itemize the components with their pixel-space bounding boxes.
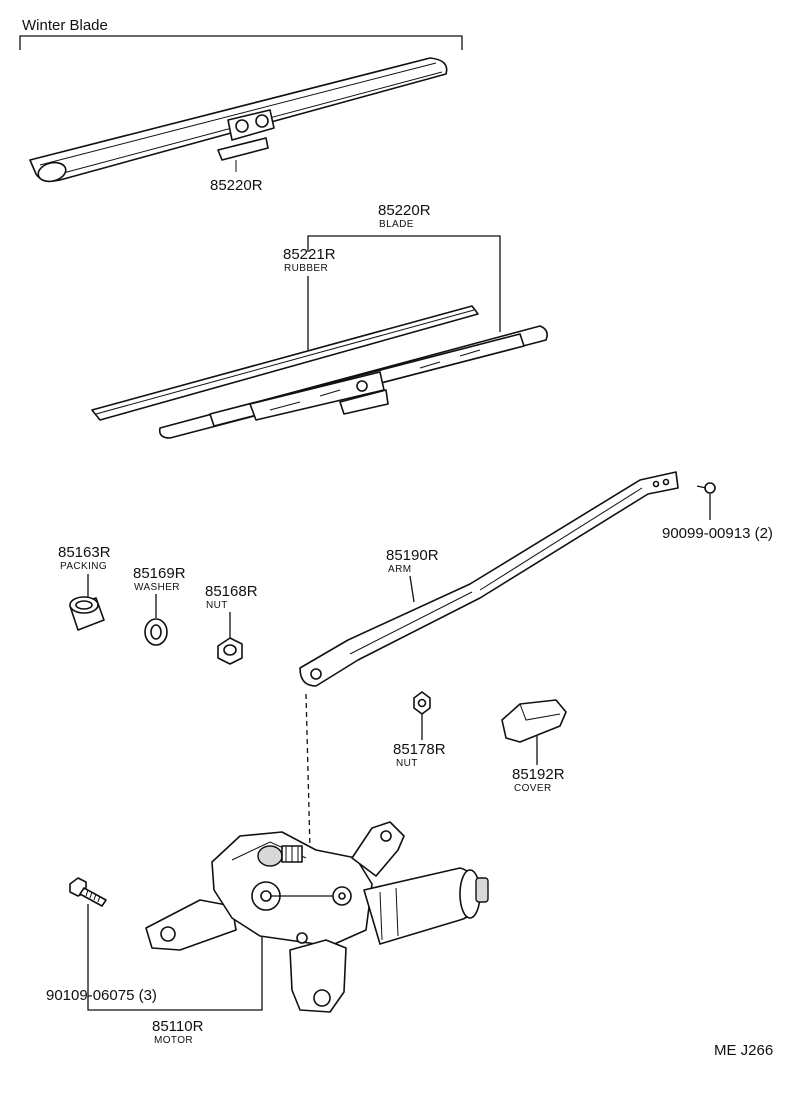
diagram-code: ME J266 xyxy=(714,1042,773,1059)
arm-drawing xyxy=(299,471,679,687)
winter-blade-drawing xyxy=(29,57,448,183)
winter-blade-part-number: 85220R xyxy=(210,177,263,194)
rubber-part-number: 85221R xyxy=(283,246,336,263)
packing-name: PACKING xyxy=(60,561,107,572)
winter-blade-bracket: Winter Blade xyxy=(19,17,463,50)
packing-drawing xyxy=(69,596,105,631)
motor-name: MOTOR xyxy=(154,1035,193,1046)
motor-drawing xyxy=(145,821,489,1013)
washer-name: WASHER xyxy=(134,582,180,593)
cover-part-number: 85192R xyxy=(512,766,565,783)
blade-name: BLADE xyxy=(379,219,414,230)
washer-part-number: 85169R xyxy=(133,565,186,582)
bolt-drawing xyxy=(69,877,107,907)
cover-drawing xyxy=(501,699,567,743)
winter-blade-heading: Winter Blade xyxy=(22,17,108,34)
blade-part-number: 85220R xyxy=(378,202,431,219)
nut2-drawing xyxy=(413,691,431,715)
arm-name: ARM xyxy=(388,564,411,575)
nut1-drawing xyxy=(217,637,243,665)
rubber-strip-drawing xyxy=(91,305,479,421)
washer-drawing xyxy=(144,618,168,646)
motor-part-number: 85110R xyxy=(152,1018,204,1035)
rubber-name: RUBBER xyxy=(284,263,328,274)
cover-name: COVER xyxy=(514,783,552,794)
blade-assembly-drawing xyxy=(158,325,548,439)
nut1-part-number: 85168R xyxy=(205,583,258,600)
screw-part-number: 90099-00913 (2) xyxy=(662,525,773,542)
nut2-name: NUT xyxy=(396,758,418,769)
nut1-name: NUT xyxy=(206,600,228,611)
arm-part-number: 85190R xyxy=(386,547,439,564)
bolt-part-number: 90109-06075 (3) xyxy=(46,987,157,1004)
packing-part-number: 85163R xyxy=(58,544,111,561)
screw-drawing xyxy=(696,482,716,520)
nut2-part-number: 85178R xyxy=(393,741,446,758)
